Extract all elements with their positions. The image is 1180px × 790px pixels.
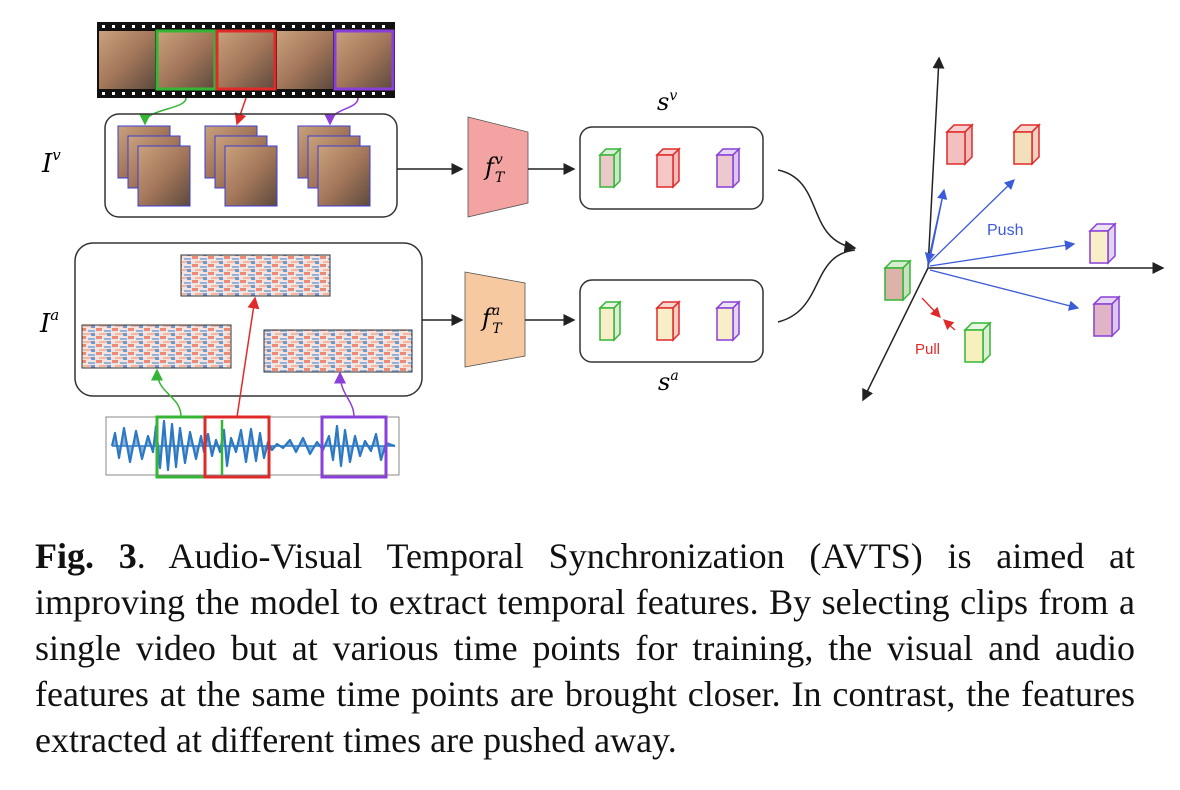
caption-figure-label: Fig. 3	[35, 536, 137, 576]
visual-encoder-sup: v	[495, 152, 503, 168]
svg-text:sa: sa	[658, 368, 679, 396]
embed-cube-visual-green	[883, 259, 912, 302]
film-frames	[99, 29, 395, 91]
embed-cube-audio-red	[1012, 123, 1041, 166]
svg-text:sv: sv	[657, 88, 677, 116]
green-spec-arrow	[151, 368, 182, 418]
visual-cube-green	[598, 147, 622, 189]
embed-cube-visual-purple	[1092, 295, 1121, 338]
audio-cube-red	[655, 300, 681, 342]
visual-encoder	[467, 116, 529, 218]
push-label: Push	[987, 222, 1023, 239]
audio-encoder-sub: T	[492, 321, 503, 337]
purple-clip-arrow	[324, 97, 359, 126]
embed-cube-audio-green	[963, 321, 992, 364]
spectrogram-top	[180, 254, 331, 297]
audio-cube-green	[598, 300, 622, 342]
audio-input-sup: a	[50, 306, 59, 324]
figure-caption: Fig. 3. Audio-Visual Temporal Synchroniz…	[35, 533, 1135, 763]
audio-input-label: I	[39, 309, 51, 339]
visual-feature-label: s	[657, 88, 669, 116]
visual-merge-curve	[777, 169, 857, 253]
visual-input-box	[104, 113, 398, 218]
embedding-cubes	[883, 123, 1121, 364]
audio-feature-cubes	[598, 300, 741, 342]
visual-feature-sup: v	[669, 88, 677, 104]
visual-feature-cubes	[598, 147, 741, 189]
svg-text:Iv: Iv	[41, 146, 61, 179]
svg-text:fvT: fvT	[483, 152, 506, 186]
audio-waveform	[105, 416, 400, 476]
push-arrows	[924, 179, 1080, 311]
embed-cube-audio-purple	[1088, 222, 1117, 265]
embed-cube-visual-red	[945, 123, 974, 166]
caption-text: . Audio-Visual Temporal Synchronization …	[35, 536, 1135, 760]
spectrogram-right	[263, 329, 413, 373]
visual-feature-box	[579, 126, 764, 210]
svg-text:Ia: Ia	[39, 306, 59, 339]
spectrogram-left	[81, 324, 232, 369]
green-clip-arrow	[139, 97, 187, 126]
audio-merge-curve	[777, 249, 856, 323]
embedding-axes	[862, 56, 1165, 402]
red-spec-arrow	[236, 296, 260, 418]
visual-cube-purple	[715, 147, 741, 189]
audio-encoder-sup: a	[492, 303, 500, 319]
film-sprocket-holes	[102, 25, 385, 95]
visual-encoder-sub: T	[495, 170, 506, 186]
red-clip-arrow	[234, 97, 247, 126]
audio-encoder	[464, 271, 526, 368]
audio-feature-sup: a	[670, 368, 678, 384]
visual-input-sup: v	[52, 146, 61, 164]
purple-spec-arrow	[334, 371, 355, 418]
pull-label: Pull	[915, 341, 940, 358]
film-strip	[97, 22, 395, 98]
pull-arrows	[921, 297, 956, 331]
audio-feature-box	[579, 279, 764, 363]
visual-input-label: I	[41, 149, 53, 179]
audio-cube-purple	[715, 300, 741, 342]
audio-feature-label: s	[658, 368, 670, 396]
visual-cube-red	[655, 147, 681, 189]
visual-clip-stacks	[117, 125, 371, 207]
